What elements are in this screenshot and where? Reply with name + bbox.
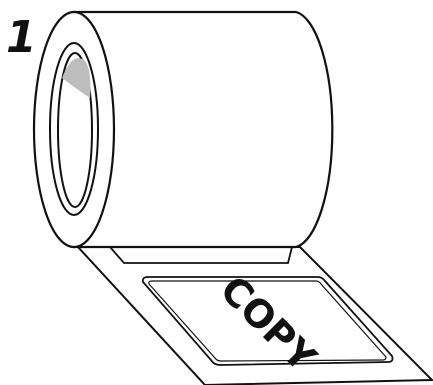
step-number: 1 [6, 12, 37, 63]
junction-label [110, 247, 292, 263]
